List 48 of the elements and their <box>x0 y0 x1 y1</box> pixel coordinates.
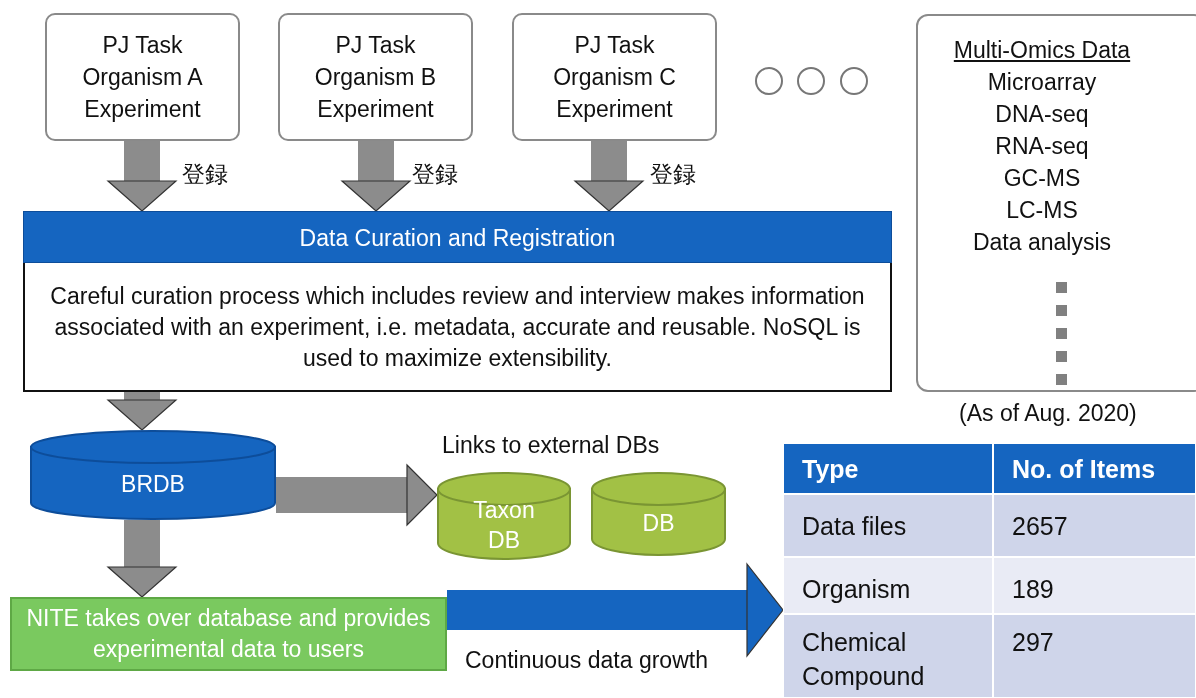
list-item: GC-MS <box>1003 164 1081 193</box>
task-box <box>45 13 240 141</box>
edge-label: 登録 <box>182 160 228 188</box>
box-text: NITE takes over database and provides experimental data to users <box>25 604 432 664</box>
process-box <box>10 597 447 671</box>
database-cylinder <box>30 430 276 520</box>
table-cell: 189 <box>993 557 1196 614</box>
list-item: LC-MS <box>1006 196 1078 225</box>
list-heading: Multi-Omics Data <box>953 36 1131 65</box>
block-arrow <box>276 464 438 526</box>
note-text: Links to external DBs <box>442 431 660 460</box>
circle <box>840 67 868 95</box>
table-cell: Chemical Compound <box>783 614 993 698</box>
description-text: Careful curation process which includes review and interview makes information associated with an experiment, i.e. metadata, accurate and reusable. NoSQL is used to maximize extensibility. <box>49 282 866 373</box>
task-box <box>278 13 473 141</box>
table-cell: 297 <box>993 614 1196 698</box>
block-arrow <box>447 563 784 657</box>
box-text: PJ Task Organism C Experiment <box>552 31 677 124</box>
box-text: PJ Task Organism A Experiment <box>81 31 204 124</box>
cylinder-label: Taxon DB <box>472 496 536 555</box>
header-cell: Type <box>783 443 993 494</box>
cylinder-label: DB <box>641 509 676 538</box>
table-cell: 2657 <box>993 494 1196 557</box>
list-item: DNA-seq <box>995 100 1089 129</box>
note-text: (As of Aug. 2020) <box>959 399 1137 428</box>
band-heading: Data Curation and Registration <box>23 211 892 263</box>
header-cell: No. of Items <box>993 443 1196 494</box>
edge-label: 登録 <box>412 160 458 188</box>
database-cylinder <box>591 472 726 556</box>
edge-label: 登録 <box>650 160 696 188</box>
task-box <box>512 13 717 141</box>
block-arrow <box>107 141 177 212</box>
block-arrow <box>107 392 177 431</box>
data-table <box>783 443 1196 698</box>
cylinder-label: BRDB <box>120 470 186 499</box>
list-box <box>916 14 1196 392</box>
process-panel <box>23 211 892 392</box>
database-cylinder <box>437 472 571 560</box>
block-arrow <box>341 141 411 212</box>
box-text: PJ Task Organism B Experiment <box>313 31 438 124</box>
table-cell: Data files <box>783 494 993 557</box>
table-cell: Organism <box>783 557 993 614</box>
block-arrow <box>574 141 644 212</box>
list-item: Microarray <box>987 68 1097 97</box>
circle <box>755 67 783 95</box>
list-item: Data analysis <box>972 228 1112 257</box>
list-item: RNA-seq <box>995 132 1089 161</box>
circle <box>797 67 825 95</box>
